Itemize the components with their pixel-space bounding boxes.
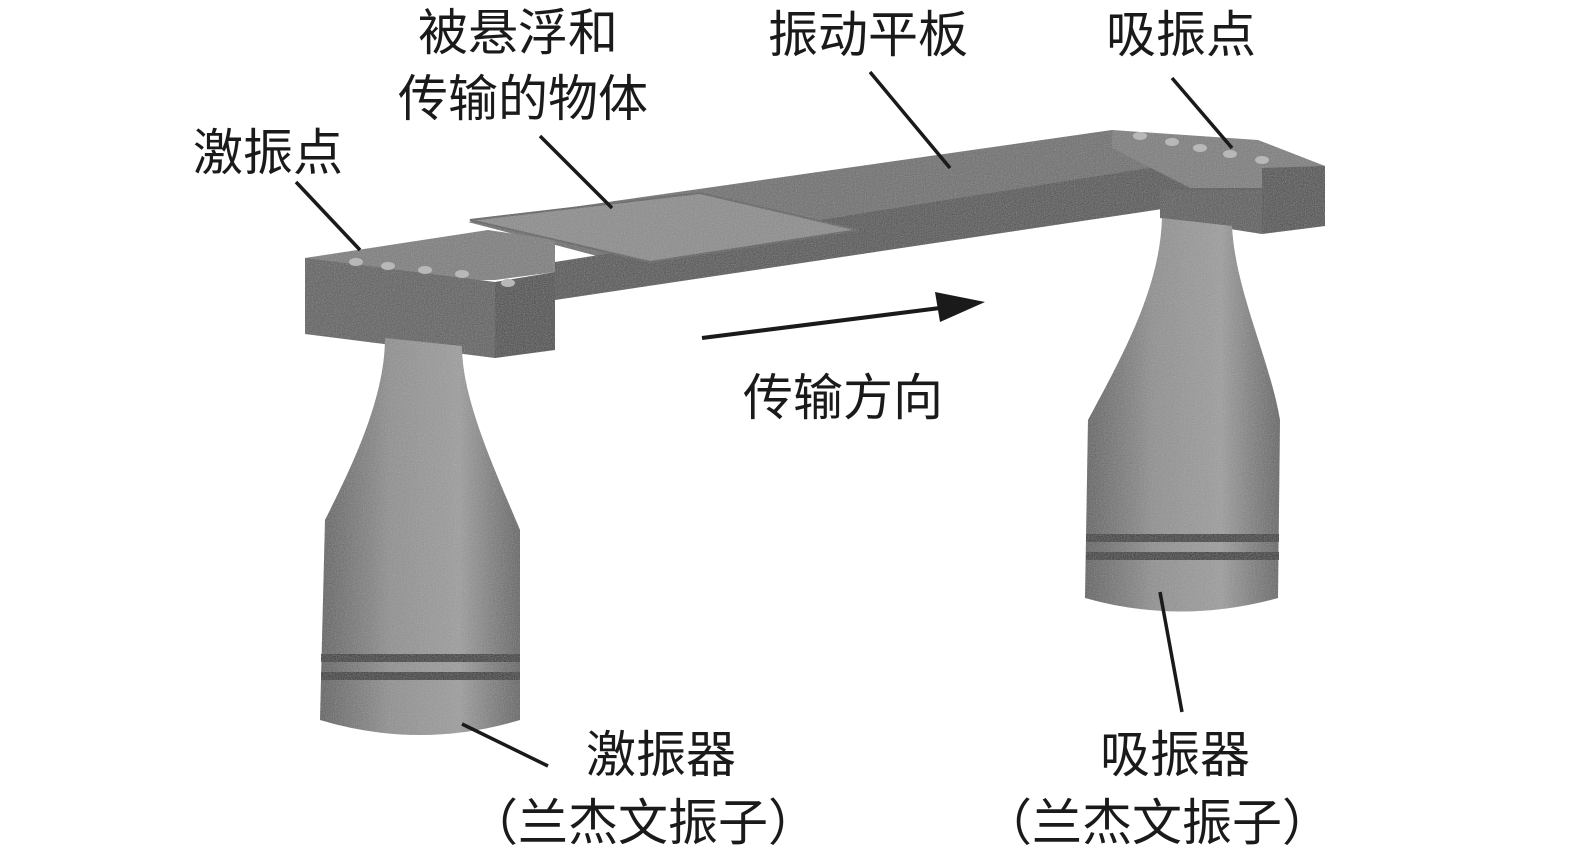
- label-suspended-object-line1: 被悬浮和: [418, 4, 618, 62]
- vibrating-plate-edge: [555, 150, 1262, 300]
- transport-direction-arrow: [701, 292, 985, 340]
- label-exciter-line2: （兰杰文振子）: [468, 794, 818, 852]
- excitation-point-holes: [349, 258, 515, 287]
- absorber-horn: [1085, 218, 1280, 612]
- exciter-horn: [320, 338, 520, 735]
- vibrating-plate-assembly: [305, 130, 1325, 358]
- absorber-ring-2: [1086, 552, 1279, 560]
- label-absorber-line1: 吸振器: [1100, 726, 1250, 784]
- label-absorber-line2: （兰杰文振子）: [982, 794, 1332, 852]
- exciter-block-side: [495, 272, 555, 358]
- label-absorption-point: 吸振点: [1106, 6, 1256, 64]
- label-suspended-object-line2: 传输的物体: [398, 70, 648, 128]
- absorber-block-underside: [1160, 190, 1262, 234]
- exciter-transducer: [320, 338, 520, 735]
- label-exciter-line1: 激振器: [586, 726, 736, 784]
- exciter-ring-1: [321, 654, 520, 662]
- exciter-ring-2: [321, 672, 520, 680]
- label-vibrating-plate: 振动平板: [768, 6, 968, 64]
- absorption-point-holes: [1133, 132, 1269, 164]
- label-transport-direction: 传输方向: [743, 369, 943, 427]
- leader-suspended-object: [538, 134, 614, 210]
- suspended-object: [469, 191, 859, 264]
- absorber-ring-1: [1086, 534, 1279, 542]
- absorber-transducer: [1085, 218, 1280, 612]
- leader-vibrating-plate: [868, 70, 952, 170]
- absorber-block-front: [1262, 166, 1325, 234]
- leader-absorber: [1158, 591, 1184, 713]
- label-excitation-point: 激振点: [193, 124, 343, 182]
- leader-excitation-point: [294, 180, 362, 252]
- leader-exciter: [461, 722, 549, 768]
- leader-absorption-point: [1170, 76, 1234, 150]
- exciter-block-front: [305, 258, 495, 358]
